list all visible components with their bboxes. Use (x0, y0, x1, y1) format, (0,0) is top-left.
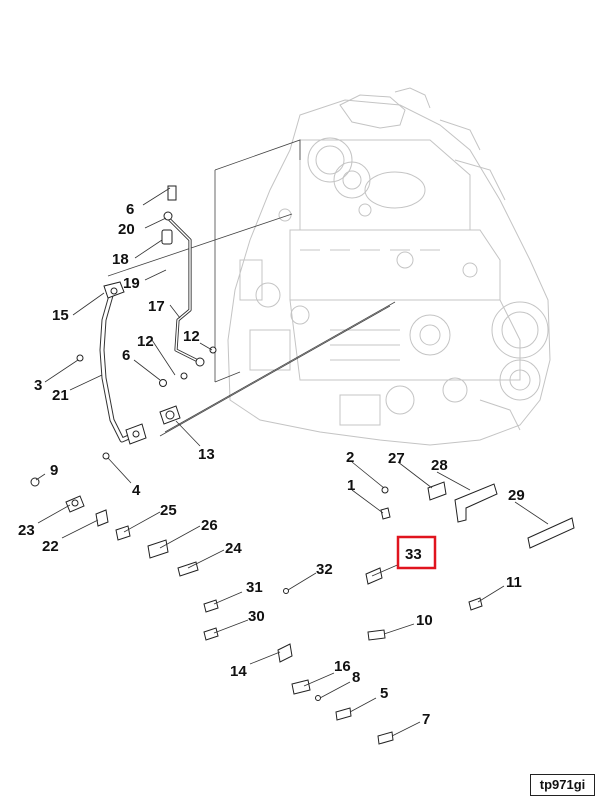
callout-30: 30 (248, 608, 265, 625)
callout-5: 5 (380, 685, 388, 702)
callout-11: 11 (506, 574, 522, 591)
callout-3: 3 (34, 377, 42, 394)
callout-4: 4 (132, 482, 141, 499)
leader-lines (35, 187, 549, 737)
bracket-parts-left (65, 495, 199, 577)
callout-27: 27 (388, 450, 405, 467)
flange-gasket-13 (159, 405, 181, 425)
highlighted-callout-33[interactable]: 33 (396, 535, 437, 570)
callout-1: 1 (347, 477, 355, 494)
callout-31: 31 (246, 579, 263, 596)
callout-18: 18 (112, 251, 129, 268)
callouts: 6 20 18 19 15 17 12 12 6 3 21 13 4 9 23 … (18, 201, 525, 728)
callout-15: 15 (52, 307, 69, 324)
callout-13: 13 (198, 446, 215, 463)
callout-23: 23 (18, 522, 35, 539)
callout-26: 26 (201, 517, 218, 534)
callout-22: 22 (42, 538, 59, 555)
bracket-parts-right (365, 481, 575, 611)
callout-7: 7 (422, 711, 430, 728)
reference-code-label: tp971gi (530, 774, 595, 796)
pins-and-bolts (203, 599, 394, 745)
callout-16: 16 (334, 658, 351, 675)
callout-12: 12 (183, 328, 200, 345)
callout-29: 29 (508, 487, 525, 504)
callout-9: 9 (50, 462, 58, 479)
callout-33: 33 (405, 546, 422, 563)
callout-8: 8 (352, 669, 360, 686)
callout-24: 24 (225, 540, 242, 557)
assembly-plane (107, 139, 396, 437)
highlight-frame (396, 535, 437, 570)
callout-20: 20 (118, 221, 135, 238)
coolant-tube-21 (76, 281, 147, 445)
callout-25: 25 (160, 502, 177, 519)
callout-6: 6 (126, 201, 134, 218)
callout-32: 32 (316, 561, 333, 578)
callout-2: 2 (346, 449, 354, 466)
callout-12: 12 (137, 333, 154, 350)
callout-17: 17 (148, 298, 165, 315)
callout-14: 14 (230, 663, 247, 680)
callout-28: 28 (431, 457, 448, 474)
callout-21: 21 (52, 387, 69, 404)
callout-6: 6 (122, 347, 130, 364)
callout-19: 19 (123, 275, 140, 292)
callout-10: 10 (416, 612, 433, 629)
small-fasteners (30, 372, 391, 701)
wire-harness-17 (161, 185, 217, 367)
engine-block-outline (227, 87, 551, 446)
